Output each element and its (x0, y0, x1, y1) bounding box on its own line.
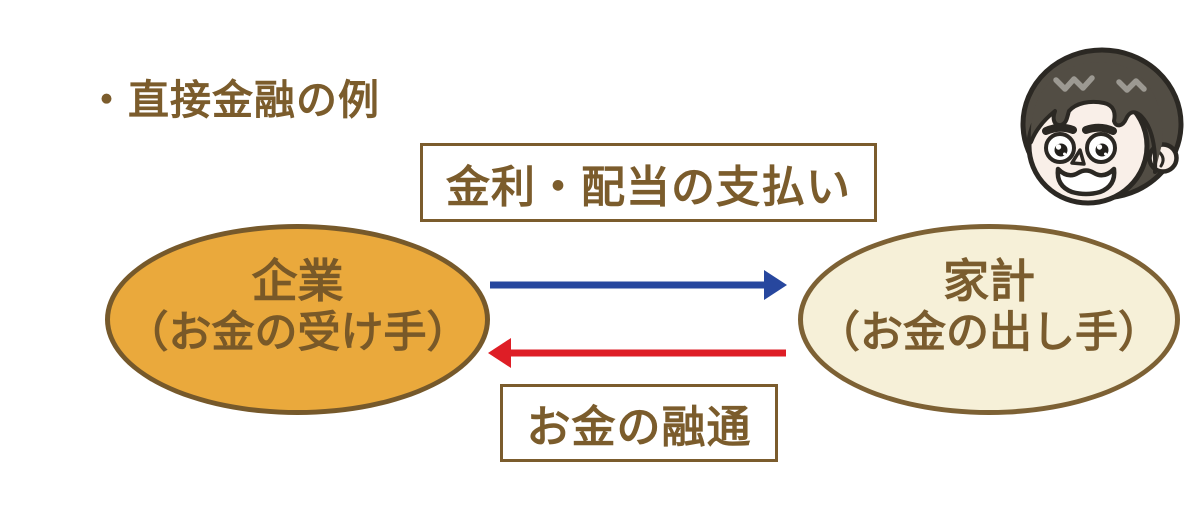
man-face-icon (1020, 47, 1184, 206)
interest-dividend-label: 金利・配当の支払い (446, 161, 851, 213)
eyebrow-right (1082, 123, 1117, 135)
hair-highlight-right (1116, 78, 1147, 93)
inner-ear-line (1157, 150, 1165, 168)
company-node: 企業 （お金の受け手） (105, 224, 490, 415)
financing-arrow-head (488, 338, 511, 368)
interest-dividend-label-box: 金利・配当の支払い (420, 143, 877, 222)
hair-highlight-left (1053, 75, 1095, 92)
company-node-subtitle: （お金の受け手） (125, 307, 470, 358)
money-financing-label-box: お金の融通 (500, 384, 778, 462)
pupil-left-highlight (1055, 144, 1062, 150)
financing-arrow-left (488, 338, 786, 368)
payment-arrow-head (764, 270, 787, 300)
diagram-title: ・直接金融の例 (86, 76, 380, 124)
mouth (1055, 166, 1117, 197)
pupil-right-highlight (1096, 144, 1103, 150)
hair-front-edge (1029, 99, 1158, 174)
eyebrow-left (1042, 123, 1077, 135)
payment-arrow-right (490, 270, 787, 300)
household-node: 家計 （お金の出し手） (798, 224, 1180, 415)
money-financing-label: お金の融通 (526, 402, 752, 453)
nose (1070, 148, 1086, 166)
household-node-title: 家計 (943, 253, 1035, 308)
pupil-left-highlight-small (1063, 152, 1066, 156)
household-node-subtitle: （お金の出し手） (817, 307, 1161, 358)
company-node-title: 企業 (251, 253, 344, 308)
pupil-right-highlight-small (1104, 152, 1107, 156)
